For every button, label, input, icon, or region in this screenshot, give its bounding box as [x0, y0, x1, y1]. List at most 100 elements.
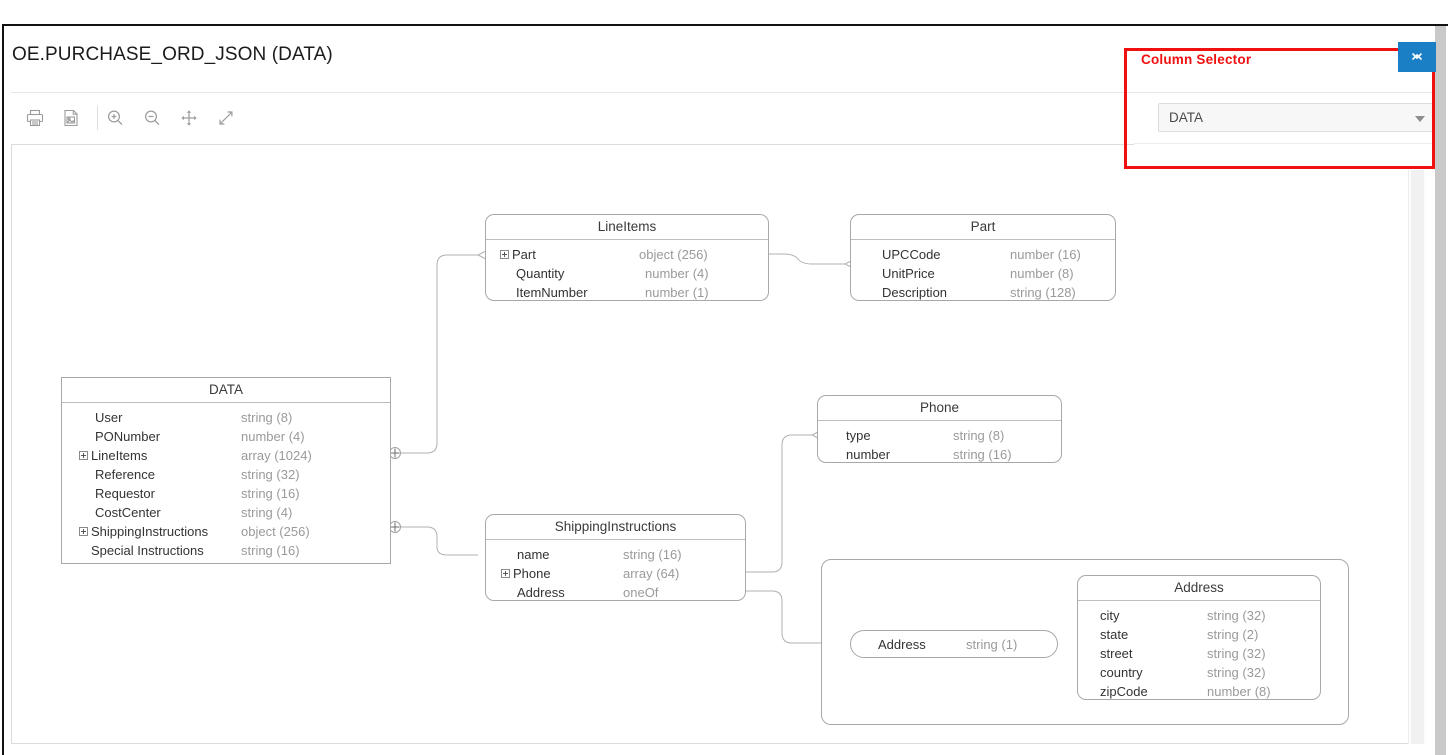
column-select-dropdown[interactable]: DATA [1158, 103, 1435, 132]
field-row[interactable]: zipCode number (8) [1078, 682, 1320, 701]
close-icon [1412, 53, 1422, 60]
field-name: Phone [513, 566, 551, 581]
field-row[interactable]: Reference string (32) [62, 465, 390, 484]
field-row[interactable]: Quantity number (4) [486, 264, 768, 283]
field-name: Address [517, 585, 565, 600]
field-type: string (16) [241, 543, 300, 558]
field-type: number (4) [645, 266, 709, 281]
field-name: Description [882, 285, 948, 300]
field-type: number (8) [1207, 684, 1271, 699]
field-row[interactable]: city string (32) [1078, 606, 1320, 625]
field-name: city [1100, 608, 1120, 623]
field-row[interactable]: ShippingInstructions object (256) [62, 522, 390, 541]
field-row[interactable]: Address oneOf [486, 583, 745, 602]
field-name: Address [878, 637, 926, 652]
field-row[interactable]: Description string (128) [851, 283, 1115, 302]
entity-part[interactable]: Part UPCCode number (16) UnitPrice numbe… [850, 214, 1116, 301]
field-name: name [517, 547, 550, 562]
field-name: PONumber [95, 429, 161, 444]
field-name: ShippingInstructions [91, 524, 209, 539]
field-row[interactable]: country string (32) [1078, 663, 1320, 682]
entity-shippinginstructions[interactable]: ShippingInstructions name string (16) Ph… [485, 514, 746, 601]
column-selector-bottom-divider [1134, 143, 1435, 144]
field-name: UnitPrice [882, 266, 935, 281]
pan-icon[interactable] [165, 100, 201, 136]
field-type: string (32) [241, 467, 300, 482]
entity-phone[interactable]: Phone type string (8) number string (16) [817, 395, 1062, 463]
field-type: number (4) [241, 429, 305, 444]
field-row[interactable]: Part object (256) [486, 245, 768, 264]
field-name: number [846, 447, 891, 462]
field-name: CostCenter [95, 505, 161, 520]
field-type: string (128) [1010, 285, 1076, 300]
title-divider [11, 92, 1435, 93]
zoom-in-icon[interactable] [91, 100, 127, 136]
field-row[interactable]: number string (16) [818, 445, 1061, 464]
field-row[interactable]: UnitPrice number (8) [851, 264, 1115, 283]
field-row[interactable]: Special Instructions string (16) [62, 541, 390, 560]
entity-title: Part [851, 215, 1115, 240]
diagram-canvas[interactable]: DATA User string (8) PONumber number (4)… [11, 144, 1415, 744]
field-type: number (16) [1010, 247, 1081, 262]
entity-address[interactable]: Address city string (32) state string (2… [1077, 575, 1321, 700]
field-name: UPCCode [882, 247, 941, 262]
field-row[interactable]: type string (8) [818, 426, 1061, 445]
expand-plus-icon[interactable] [501, 569, 510, 578]
field-type: string (32) [1207, 646, 1266, 661]
field-name: zipCode [1100, 684, 1148, 699]
entity-rows: name string (16) Phone array (64) Addres… [486, 540, 745, 608]
field-row[interactable]: name string (16) [486, 545, 745, 564]
field-name: Part [512, 247, 536, 262]
window-right-gutter [1429, 26, 1435, 755]
field-name: Special Instructions [91, 543, 204, 558]
field-row[interactable]: Requestor string (16) [62, 484, 390, 503]
field-row[interactable]: CostCenter string (4) [62, 503, 390, 522]
field-row[interactable]: User string (8) [62, 408, 390, 427]
oneof-option-address-string[interactable]: Address string (1) [850, 630, 1058, 658]
entity-rows: city string (32) state string (2) street… [1078, 601, 1320, 707]
save-image-icon[interactable] [53, 100, 89, 136]
field-row[interactable]: street string (32) [1078, 644, 1320, 663]
field-name: state [1100, 627, 1129, 642]
field-type: oneOf [623, 585, 659, 600]
entity-rows: UPCCode number (16) UnitPrice number (8)… [851, 240, 1115, 308]
window-right-scroll-rail[interactable] [1435, 26, 1446, 755]
window-top-strip [0, 0, 1448, 24]
field-name: LineItems [91, 448, 148, 463]
entity-title: Address [1078, 576, 1320, 601]
field-type: array (1024) [241, 448, 312, 463]
collapse-panel-button[interactable] [1398, 42, 1436, 72]
expand-icon[interactable] [202, 100, 238, 136]
scrollbar-track[interactable] [1411, 170, 1424, 744]
field-row[interactable]: ItemNumber number (1) [486, 283, 768, 302]
field-type: string (32) [1207, 608, 1266, 623]
field-type: string (4) [241, 505, 293, 520]
column-selector-annotation-box [1124, 48, 1435, 169]
field-row[interactable]: Phone array (64) [486, 564, 745, 583]
field-type: string (16) [623, 547, 682, 562]
field-type: array (64) [623, 566, 680, 581]
print-icon[interactable] [17, 100, 53, 136]
window-border-left [2, 24, 4, 755]
column-selector-annotation-label: Column Selector [1136, 51, 1257, 68]
column-select-value: DATA [1169, 110, 1204, 125]
field-name: ItemNumber [516, 285, 588, 300]
field-type: number (8) [1010, 266, 1074, 281]
field-row[interactable]: PONumber number (4) [62, 427, 390, 446]
field-type: string (16) [953, 447, 1012, 462]
expand-plus-icon[interactable] [500, 250, 509, 259]
field-name: User [95, 410, 123, 425]
field-name: Reference [95, 467, 155, 482]
window-border-top [2, 24, 1448, 26]
entity-data[interactable]: DATA User string (8) PONumber number (4)… [61, 377, 391, 564]
field-type: object (256) [241, 524, 310, 539]
expand-plus-icon[interactable] [79, 451, 88, 460]
field-row[interactable]: UPCCode number (16) [851, 245, 1115, 264]
zoom-out-icon[interactable] [128, 100, 164, 136]
field-row[interactable]: state string (2) [1078, 625, 1320, 644]
entity-lineitems[interactable]: LineItems Part object (256) Quantity num… [485, 214, 769, 301]
expand-plus-icon[interactable] [79, 527, 88, 536]
field-row[interactable]: LineItems array (1024) [62, 446, 390, 465]
oneof-group-container[interactable]: Address string (1) Address city string (… [821, 559, 1349, 725]
entity-rows: User string (8) PONumber number (4) Line… [62, 403, 390, 566]
